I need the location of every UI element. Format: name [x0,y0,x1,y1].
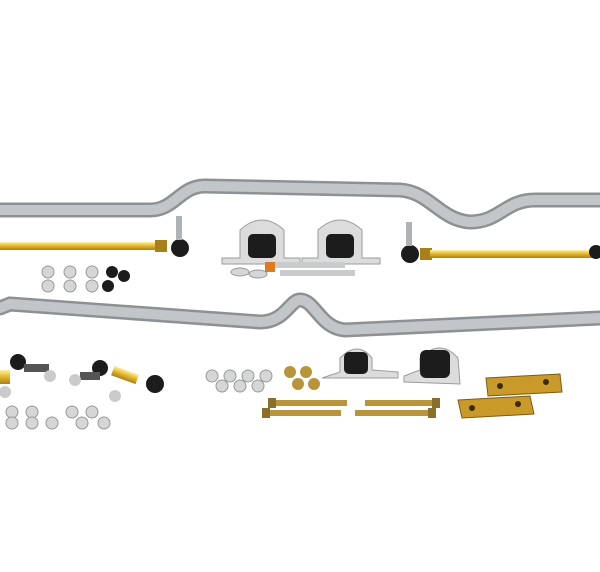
front-bushing-right [301,219,381,265]
front-bushing-left [221,219,301,265]
rear-mount-brackets [457,373,563,419]
front-right-end-link [401,222,600,263]
front-left-end-link [0,216,189,257]
rear-bolts [262,398,440,418]
front-bolts [230,262,355,279]
rear-left-end-links [0,354,164,402]
front-sway-bar [0,178,600,230]
rear-bushing-left [321,348,399,379]
rear-washers-right [205,366,320,393]
rear-sway-bar [0,292,600,338]
front-washers [41,265,130,293]
rear-washers-left [5,405,111,430]
rear-bushing-right [403,347,461,385]
